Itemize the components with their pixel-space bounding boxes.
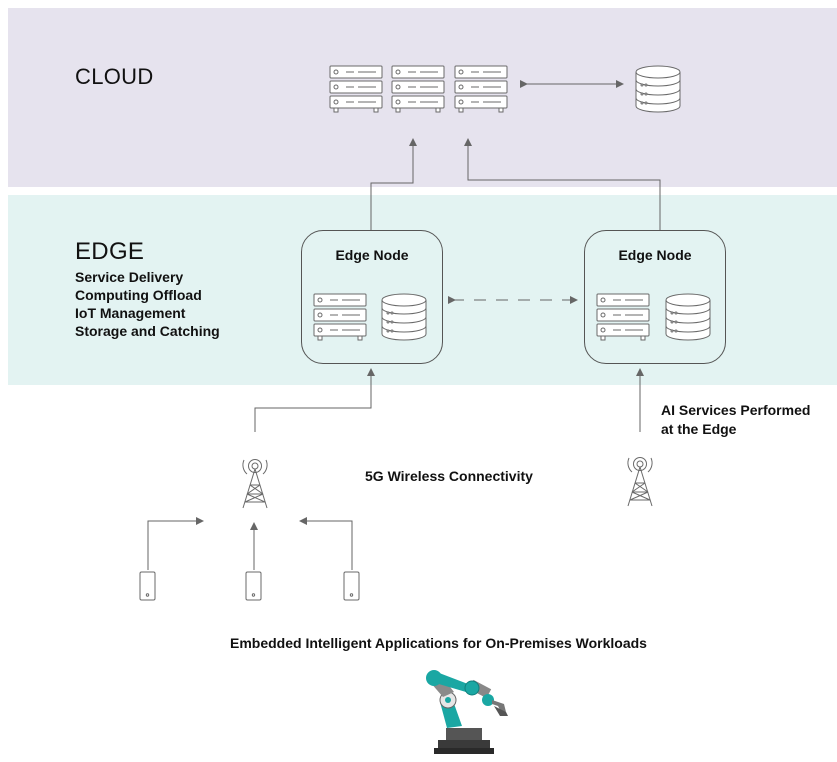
device-to-tower-arrow bbox=[147, 517, 204, 570]
robot-arm-icon bbox=[426, 670, 508, 754]
server-rack-icon bbox=[313, 293, 367, 341]
server-rack-icon bbox=[596, 293, 650, 341]
edge-title: EDGE bbox=[75, 238, 145, 265]
tower-to-edge-arrow bbox=[254, 368, 375, 432]
cloud-title: CLOUD bbox=[75, 64, 154, 89]
wireless-label: 5G Wireless Connectivity bbox=[365, 468, 533, 484]
edge-node-label: Edge Node bbox=[618, 247, 692, 263]
mobile-device-icon bbox=[139, 571, 156, 601]
server-rack-icon bbox=[391, 65, 445, 113]
edge-node-label: Edge Node bbox=[335, 247, 409, 263]
server-rack-icon bbox=[329, 65, 383, 113]
embedded-apps-label: Embedded Intelligent Applications for On… bbox=[230, 635, 647, 651]
edge-function-list: Service Delivery Computing Offload IoT M… bbox=[75, 268, 220, 340]
database-icon bbox=[381, 293, 427, 341]
database-icon bbox=[665, 293, 711, 341]
edge-function-item: Storage and Catching bbox=[75, 323, 220, 339]
edge-function-item: Computing Offload bbox=[75, 287, 202, 303]
mobile-device-icon bbox=[343, 571, 360, 601]
cell-tower-icon bbox=[627, 457, 653, 507]
database-icon bbox=[635, 65, 681, 113]
edge-function-item: Service Delivery bbox=[75, 269, 184, 285]
device-to-tower-arrow bbox=[299, 517, 353, 570]
ai-services-label-line2: at the Edge bbox=[661, 421, 737, 437]
cell-tower-icon bbox=[242, 459, 268, 509]
edge-to-cloud-arrow bbox=[370, 138, 417, 230]
server-rack-icon bbox=[454, 65, 508, 113]
edge-to-cloud-arrow bbox=[464, 138, 661, 230]
mobile-device-icon bbox=[245, 571, 262, 601]
ai-services-label-line1: AI Services Performed bbox=[661, 402, 811, 418]
edge-function-item: IoT Management bbox=[75, 305, 186, 321]
